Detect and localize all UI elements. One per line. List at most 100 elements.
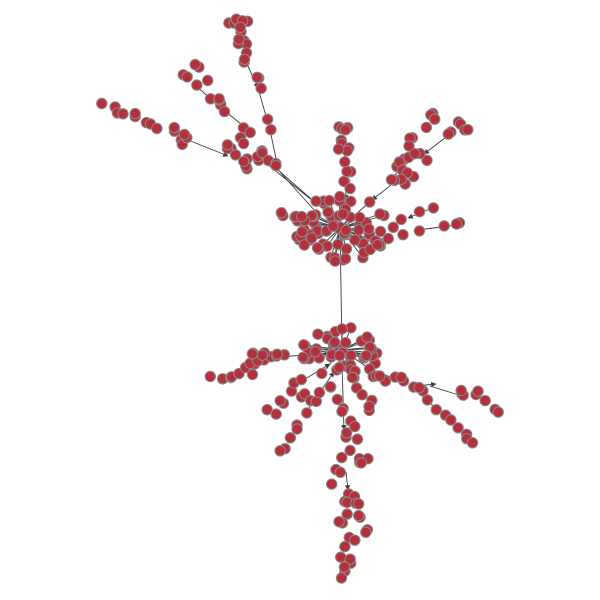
graph-node [213,93,225,105]
graph-node [341,165,353,178]
graph-node [455,384,467,397]
graph-node [189,58,201,71]
graph-node [355,457,367,469]
graph-node [351,433,364,445]
graph-node [340,337,352,349]
graph-node [296,226,308,238]
graph-node [336,323,348,335]
graph-node [329,336,341,349]
graph-node [452,422,464,434]
graph-node [336,451,348,464]
graph-node [335,551,347,563]
graph-node [221,139,234,151]
graph-node [265,124,277,136]
graph-node [442,128,454,140]
graph-node [462,124,474,136]
graph-node [326,478,338,490]
graph-node [339,124,352,136]
graph-node [353,211,366,224]
graph-node [409,148,421,160]
graph-node [244,126,256,139]
graph-node [309,346,321,358]
graph-node [271,348,283,360]
graph-node [420,121,433,134]
graph-node [338,561,351,573]
directed-edge [341,363,347,431]
graph-node [353,498,365,510]
graph-node [270,159,282,172]
graph-node [234,21,247,33]
graph-node [421,394,434,406]
graph-node [191,79,203,91]
graph-node [329,255,341,267]
graph-node [251,71,263,84]
graph-node [333,516,345,528]
graph-node [181,71,193,83]
graph-node [349,420,361,433]
graph-node [233,33,245,45]
graph-node [295,373,308,386]
graph-node [341,508,353,520]
graph-node [364,196,376,208]
graph-node [117,108,129,120]
graph-node [129,107,141,120]
graph-node [331,393,344,406]
graph-node [274,395,286,407]
graph-node [316,367,328,380]
graph-node [360,349,372,362]
graph-node [323,194,335,207]
graph-node [284,432,297,444]
graph-node [238,53,251,65]
graph-node [374,225,387,238]
graph-node [334,466,347,478]
graph-node [349,234,361,246]
graph-node [413,225,426,237]
graph-node [327,220,339,232]
graph-node [151,122,163,135]
graph-node [324,381,337,393]
graph-node [356,389,368,401]
graph-node [237,137,250,150]
graph-node [371,239,384,251]
graph-node [374,208,386,220]
graph-node [270,408,282,420]
graph-node [403,140,415,152]
graph-node [275,207,288,219]
graph-node [298,239,310,251]
graph-node [438,220,450,232]
graph-node [246,348,259,360]
graph-node [382,232,394,245]
graph-node [346,371,359,384]
graph-node [397,229,409,241]
graph-node [229,149,242,161]
graph-node [374,370,386,382]
graph-node [472,385,484,397]
graph-node [385,174,398,186]
graph-node [349,534,361,546]
graph-node [246,368,259,381]
graph-node [202,74,214,87]
edge-line [279,171,317,213]
graph-node [339,540,351,553]
graph-node [333,361,345,374]
graph-node [361,331,373,343]
graph-node [421,154,433,167]
graph-node [256,147,268,159]
graph-node [261,404,273,416]
graph-node [339,253,352,265]
graph-node [413,381,425,394]
graph-node [306,232,318,244]
graph-node [395,371,407,383]
graph-node [96,97,108,110]
graph-node [429,113,441,125]
graph-node [413,206,426,218]
graph-node [345,349,357,362]
graph-node [296,210,308,223]
graph-node [430,404,442,416]
graph-node [338,175,350,188]
graph-node [363,400,375,413]
graph-node [311,242,324,254]
graph-node [297,351,309,363]
graph-node [312,328,324,340]
